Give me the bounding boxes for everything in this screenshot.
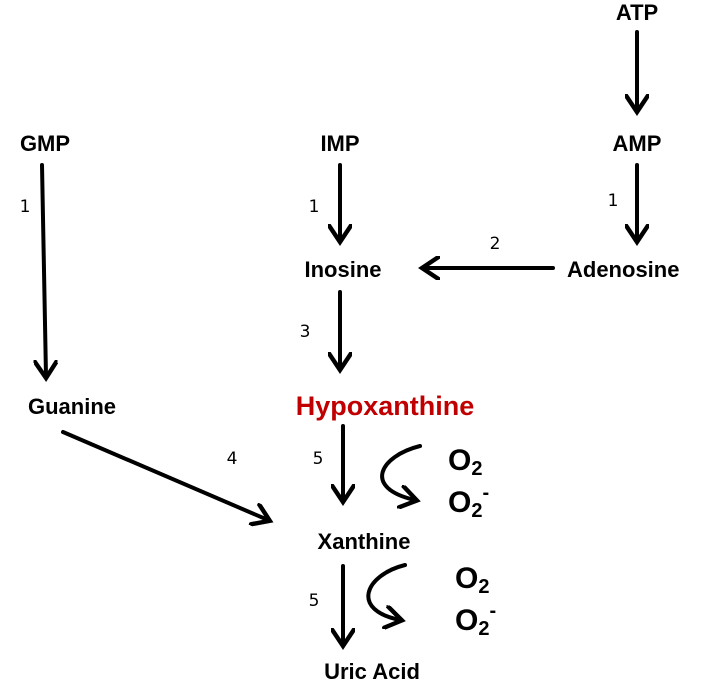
curved-arrow-o2-2: [366, 563, 407, 620]
step-label: 1: [20, 197, 31, 217]
superoxide-label: O2-: [455, 600, 496, 640]
superoxide-label: O2-: [448, 482, 489, 522]
node-xanthine: Xanthine: [318, 529, 411, 554]
node-atp: ATP: [616, 0, 658, 25]
step-label: 3: [300, 322, 311, 342]
node-amp: AMP: [613, 131, 662, 156]
oxygen-label: O2: [448, 444, 482, 480]
node-guanine: Guanine: [28, 394, 116, 419]
step-label: 4: [227, 449, 238, 469]
curved-arrow-o2-1: [380, 444, 422, 500]
node-gmp: GMP: [20, 131, 70, 156]
step-label: 1: [309, 197, 320, 217]
node-hypoxanthine: Hypoxanthine: [296, 391, 475, 421]
step-label: 1: [608, 191, 619, 211]
node-uric-acid: Uric Acid: [324, 659, 420, 681]
arrow-guanine-xanthine: [61, 430, 268, 520]
oxygen-label: O2: [455, 562, 489, 598]
step-label: 2: [490, 234, 501, 254]
node-imp: IMP: [320, 131, 359, 156]
step-label: 5: [309, 591, 320, 611]
step-label: 5: [313, 449, 324, 469]
node-adenosine: Adenosine: [567, 257, 679, 282]
arrow-gmp-guanine: [42, 163, 46, 376]
node-inosine: Inosine: [304, 257, 381, 282]
